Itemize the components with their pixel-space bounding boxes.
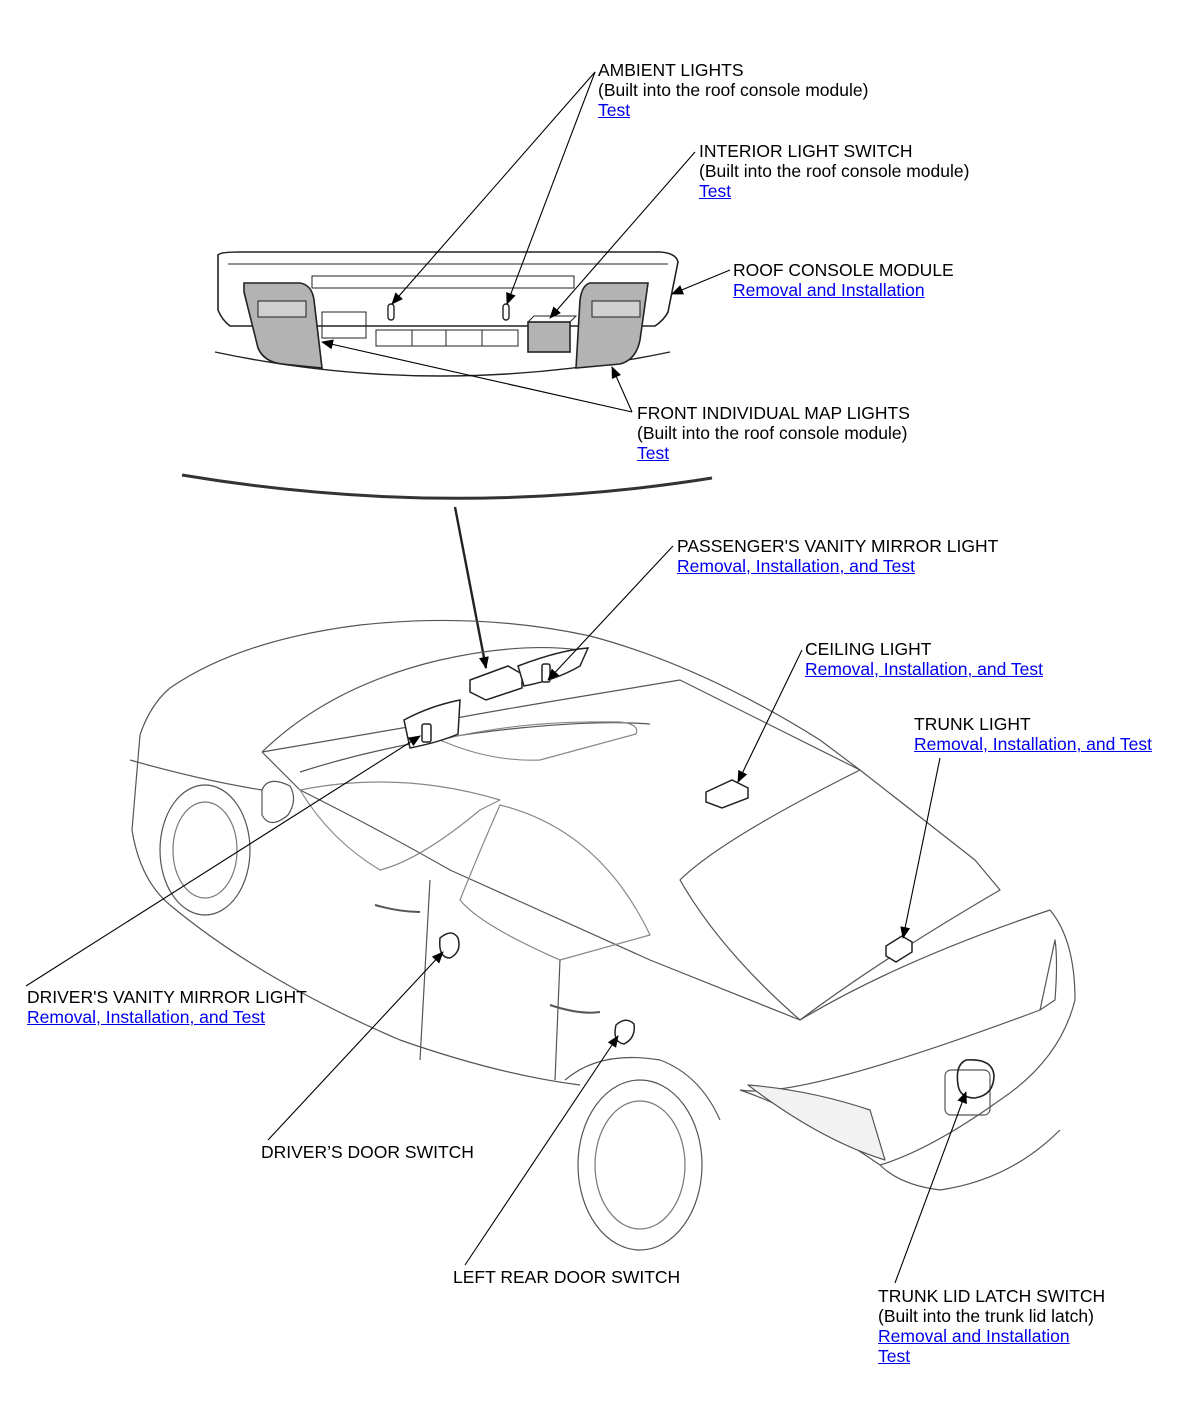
passengers-vanity-mirror-on-vehicle bbox=[517, 647, 590, 687]
drivers-vanity-light-part bbox=[421, 723, 432, 743]
trunk-latch-test-link[interactable]: Test bbox=[878, 1346, 911, 1366]
callout-title: TRUNK LIGHT bbox=[914, 714, 1031, 734]
callout-roof-console-module: ROOF CONSOLE MODULE Removal and Installa… bbox=[733, 260, 954, 300]
right-map-light-lens bbox=[575, 282, 649, 369]
callout-left-rear-door-switch: LEFT REAR DOOR SWITCH bbox=[453, 1267, 680, 1287]
drivers-vanity-link[interactable]: Removal, Installation, and Test bbox=[27, 1007, 266, 1027]
callout-trunk-light: TRUNK LIGHT Removal, Installation, and T… bbox=[914, 714, 1152, 754]
vehicle-components bbox=[403, 647, 913, 1045]
left-rear-door-switch-part bbox=[614, 1019, 636, 1045]
callout-drivers-door-switch: DRIVER’S DOOR SWITCH bbox=[261, 1142, 474, 1162]
callout-drivers-vanity-mirror-light: DRIVER'S VANITY MIRROR LIGHT Removal, In… bbox=[27, 987, 307, 1027]
callout-title: ROOF CONSOLE MODULE bbox=[733, 260, 954, 280]
callout-note: (Built into the trunk lid latch) bbox=[878, 1306, 1094, 1326]
callout-interior-light-switch: INTERIOR LIGHT SWITCH (Built into the ro… bbox=[699, 141, 969, 201]
callout-title: PASSENGER'S VANITY MIRROR LIGHT bbox=[677, 536, 999, 556]
drivers-door-switch-part bbox=[438, 932, 460, 959]
trunk-light-link[interactable]: Removal, Installation, and Test bbox=[914, 734, 1153, 754]
callout-title: INTERIOR LIGHT SWITCH bbox=[699, 141, 913, 161]
leader-lines bbox=[25, 71, 967, 1284]
callout-title: CEILING LIGHT bbox=[805, 639, 932, 659]
interior-light-switch-part bbox=[527, 321, 571, 353]
callout-title: AMBIENT LIGHTS bbox=[598, 60, 744, 80]
vehicle-outline-drawing bbox=[129, 619, 1076, 1251]
detail-view-arrow bbox=[453, 506, 489, 669]
map-lights-test-link[interactable]: Test bbox=[637, 443, 670, 463]
callout-note: (Built into the roof console module) bbox=[598, 80, 869, 100]
trunk-latch-removal-link[interactable]: Removal and Installation bbox=[878, 1326, 1070, 1346]
callout-title: DRIVER'S VANITY MIRROR LIGHT bbox=[27, 987, 307, 1007]
callout-passengers-vanity-mirror-light: PASSENGER'S VANITY MIRROR LIGHT Removal,… bbox=[677, 536, 998, 576]
callout-note: (Built into the roof console module) bbox=[637, 423, 908, 443]
roof-console-on-vehicle bbox=[469, 665, 523, 701]
callout-title: FRONT INDIVIDUAL MAP LIGHTS bbox=[637, 403, 910, 423]
passengers-vanity-link[interactable]: Removal, Installation, and Test bbox=[677, 556, 916, 576]
roof-console-module-drawing bbox=[214, 251, 679, 377]
ambient-lights-test-link[interactable]: Test bbox=[598, 100, 631, 120]
trunk-light-part bbox=[885, 935, 913, 963]
callout-ambient-lights: AMBIENT LIGHTS (Built into the roof cons… bbox=[598, 60, 868, 120]
callout-trunk-lid-latch-switch: TRUNK LID LATCH SWITCH (Built into the t… bbox=[878, 1286, 1105, 1366]
callout-note: (Built into the roof console module) bbox=[699, 161, 970, 181]
callout-title: DRIVER’S DOOR SWITCH bbox=[261, 1142, 474, 1162]
ceiling-light-part bbox=[705, 779, 749, 809]
ceiling-light-link[interactable]: Removal, Installation, and Test bbox=[805, 659, 1044, 679]
roof-console-removal-link[interactable]: Removal and Installation bbox=[733, 280, 925, 300]
callout-title: LEFT REAR DOOR SWITCH bbox=[453, 1267, 681, 1287]
callout-front-individual-map-lights: FRONT INDIVIDUAL MAP LIGHTS (Built into … bbox=[637, 403, 910, 463]
left-map-light-lens bbox=[243, 282, 323, 369]
detail-view-arc bbox=[181, 473, 713, 500]
interior-light-switch-test-link[interactable]: Test bbox=[699, 181, 732, 201]
ambient-light-right bbox=[502, 303, 510, 321]
ambient-light-left bbox=[387, 303, 395, 321]
callout-title: TRUNK LID LATCH SWITCH bbox=[878, 1286, 1106, 1306]
callout-ceiling-light: CEILING LIGHT Removal, Installation, and… bbox=[805, 639, 1043, 679]
